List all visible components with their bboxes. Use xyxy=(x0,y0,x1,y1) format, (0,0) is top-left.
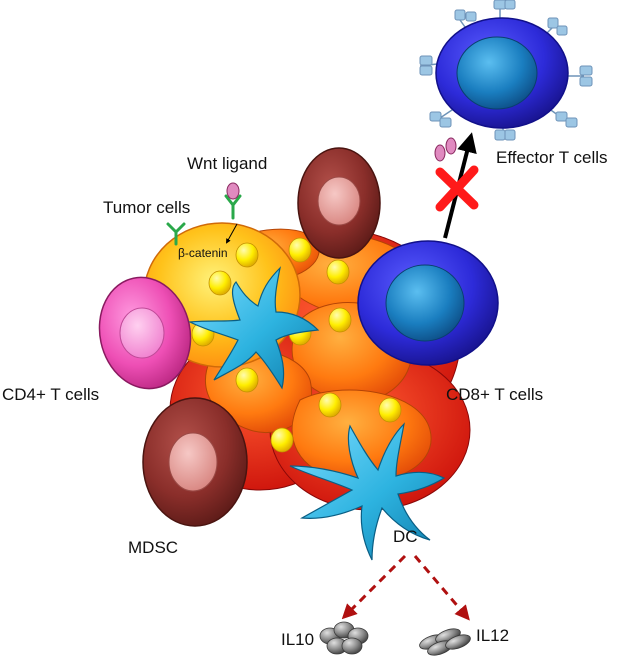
ligand-pair-icon xyxy=(434,137,457,162)
dendritic-cell-icon xyxy=(289,422,446,561)
wnt-receptor-icon xyxy=(166,182,242,246)
wnt-ligand-label: Wnt ligand xyxy=(187,154,268,173)
il10-molecules-icon xyxy=(319,621,369,655)
il12-label: IL12 xyxy=(476,626,510,645)
tumor-cells-label: Tumor cells xyxy=(103,198,191,217)
cd4-t-cell-icon xyxy=(98,276,192,390)
il12-molecules-icon xyxy=(419,628,471,656)
mdsc-cell-icon xyxy=(297,147,381,259)
mdsc-cell-icon xyxy=(142,397,248,527)
effector-t-cell-icon xyxy=(419,0,593,141)
beta-catenin-label: β-catenin xyxy=(178,246,228,260)
cd4-t-cells-label: CD4+ T cells xyxy=(2,385,100,404)
dc-secretion-arrows xyxy=(341,554,470,621)
dendritic-cell-icon xyxy=(187,266,320,390)
blocked-arrow-icon xyxy=(435,132,479,239)
il10-label: IL10 xyxy=(281,630,315,649)
effector-t-cells-label: Effector T cells xyxy=(496,148,608,167)
dc-label: DC xyxy=(393,527,418,546)
cd8-t-cell-icon xyxy=(357,240,499,366)
cd8-t-cells-label: CD8+ T cells xyxy=(446,385,544,404)
mdsc-label: MDSC xyxy=(128,538,179,557)
